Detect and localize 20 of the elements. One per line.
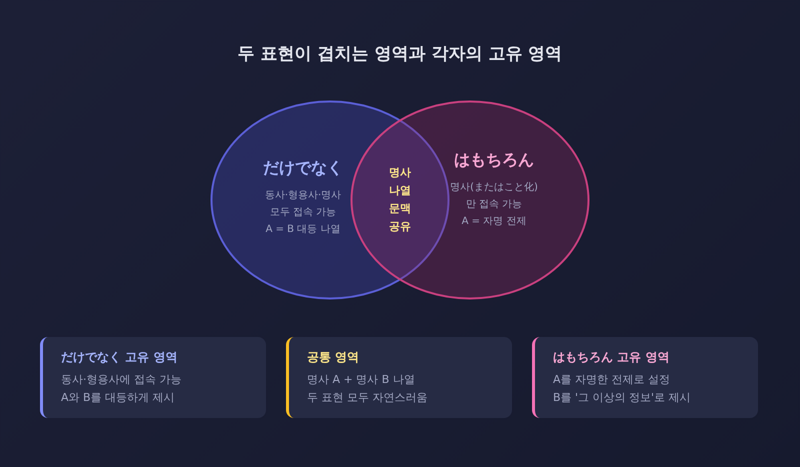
circle-title: だけでなく: [262, 158, 344, 179]
card-text: A와 B를 대등하게 제시: [61, 390, 176, 406]
overlap-label: 명사 나열 문맥 공유: [388, 165, 412, 235]
info-card: [532, 337, 758, 418]
card-title: 공통 영역: [307, 349, 360, 366]
info-card: [286, 337, 512, 418]
circle-title: はもちろん: [453, 150, 535, 171]
card-title: はもちろん 고유 영역: [553, 349, 670, 366]
circle-text: 명사(またはこと化) 만 접속 가능: [449, 181, 539, 212]
card-text: 명사 A + 명사 B 나열: [307, 372, 416, 388]
circle-text: 동사·형용사·명사 모두 접속 가능: [264, 189, 342, 220]
card-text: 두 표현 모두 자연스러움: [307, 390, 428, 406]
card-text: 동사·형용사에 접속 가능: [61, 372, 182, 388]
title: 두 표현이 겹치는 영역과 각자의 고유 영역: [236, 43, 564, 65]
circle-text: A = B 대등 나열: [264, 223, 342, 237]
circle-text: A = 자명 전제: [460, 215, 528, 229]
info-card: [40, 337, 266, 418]
card-text: A를 자명한 전제로 설정: [553, 372, 672, 388]
card-title: だけでなく 고유 영역: [61, 349, 178, 366]
card-text: B를 '그 이상의 정보'로 제시: [553, 390, 692, 406]
